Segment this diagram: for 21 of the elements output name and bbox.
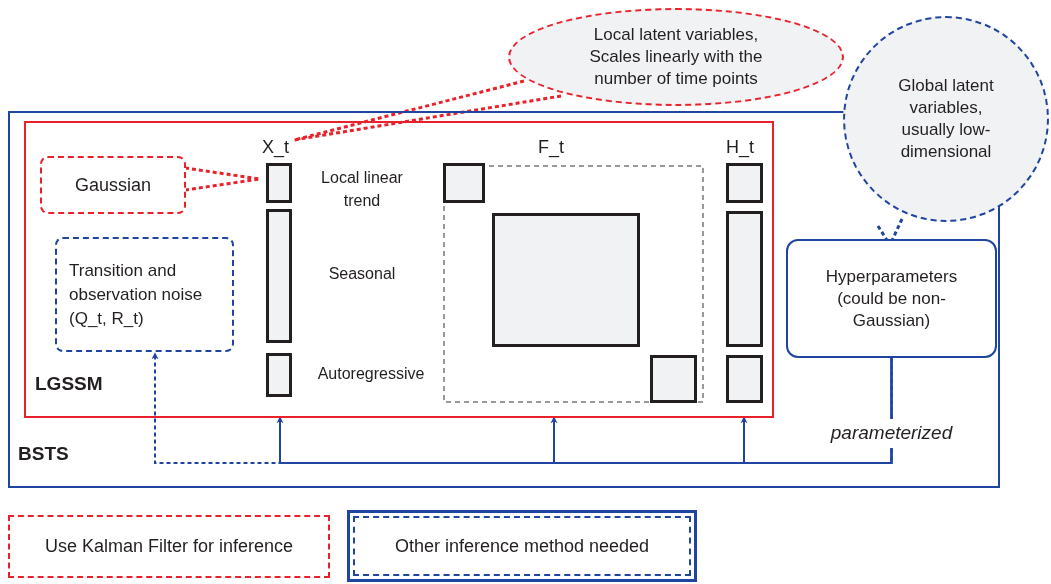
container-box xyxy=(24,121,774,418)
callout-tail xyxy=(292,79,563,142)
node-label: Hyperparameters (could be non-Gaussian) xyxy=(824,265,959,332)
node-label: BSTS xyxy=(18,441,69,466)
callout-box xyxy=(40,156,186,214)
node-label: F_t xyxy=(538,136,564,160)
node-label: Global latent variables, usually low-dimensional xyxy=(897,75,995,163)
row-label: Local linear trend xyxy=(320,168,404,211)
row-label: Seasonal xyxy=(327,264,397,284)
legend-entry: Use Kalman Filter for inference xyxy=(8,515,330,578)
node-label: Local latent variables, Scales linearly with the number of time points xyxy=(588,24,764,90)
node-label: Gaussian xyxy=(74,173,151,197)
row-label: Autoregressive xyxy=(316,364,426,384)
legend-entry: Other inference method needed xyxy=(347,510,697,582)
node-label: LGSSM xyxy=(35,371,103,396)
node-label: H_t xyxy=(726,136,754,160)
node-label: X_t xyxy=(262,136,290,160)
parameter-box xyxy=(786,239,997,358)
note-box xyxy=(55,237,234,352)
arrow xyxy=(740,357,893,464)
node-label: Transition and observation noise (Q_t, R_t) xyxy=(69,259,204,330)
